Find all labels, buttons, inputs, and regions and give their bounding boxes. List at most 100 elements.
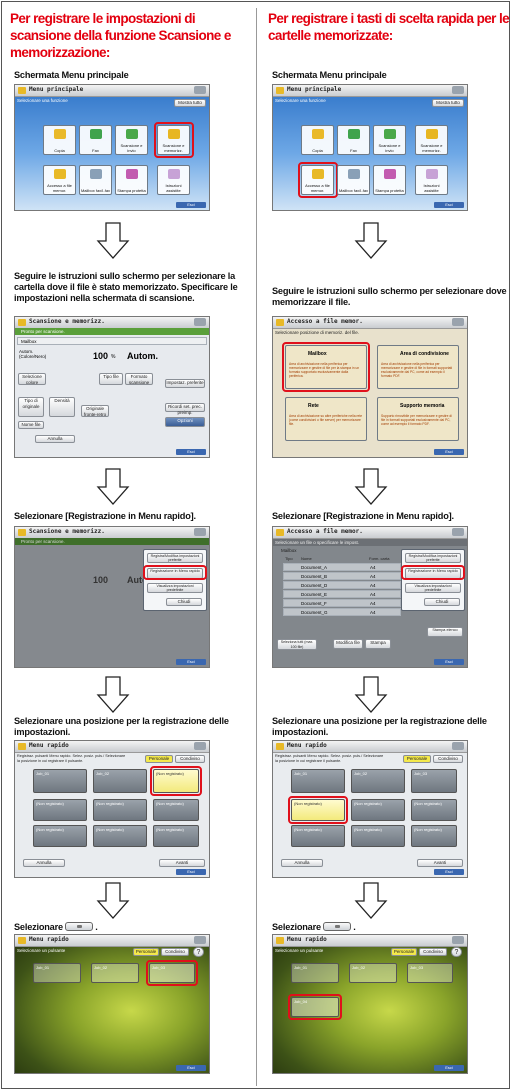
- slot-6[interactable]: (Non registrato): [153, 799, 199, 821]
- settings-icon[interactable]: [452, 528, 464, 536]
- close-button[interactable]: Chiudi: [166, 598, 202, 606]
- file-name-button[interactable]: Nome file: [18, 421, 44, 429]
- location-shared-area[interactable]: Area di condivisione Area di archiviazio…: [377, 345, 459, 389]
- tile-scan-store[interactable]: Scansione e memorizz.: [157, 125, 190, 155]
- exit-button[interactable]: Esci: [176, 1065, 206, 1071]
- exit-button[interactable]: Esci: [176, 869, 206, 875]
- slot-3[interactable]: Job_03: [411, 769, 457, 793]
- job-button-3[interactable]: Job_03: [149, 963, 195, 983]
- slot-7[interactable]: (Non registrato): [291, 825, 345, 847]
- tab-personal[interactable]: Personale: [403, 755, 431, 763]
- edit-file-button[interactable]: Modifica file: [333, 639, 363, 649]
- menu-register-favorites[interactable]: Registra/Modifica impostazioni preferite: [405, 553, 461, 563]
- next-button[interactable]: Avanti: [417, 859, 463, 867]
- tab-personal[interactable]: Personale: [133, 948, 159, 956]
- job-button-1[interactable]: Job_01: [33, 963, 81, 983]
- slot-2[interactable]: Job_02: [351, 769, 405, 793]
- slot-5[interactable]: (Non registrato): [93, 799, 147, 821]
- slot-2[interactable]: Job_02: [93, 769, 147, 793]
- location-network[interactable]: Rete Area di archiviazione su altre peri…: [285, 397, 367, 441]
- tile-mailbox[interactable]: Mailbox fax/I-fax: [79, 165, 112, 195]
- options-button[interactable]: Opzioni: [165, 417, 205, 427]
- recall-button[interactable]: Ricordi set. prec. preimp.: [165, 403, 205, 415]
- cancel-button[interactable]: Annulla: [35, 435, 75, 443]
- original-type-button[interactable]: Tipo di originale: [18, 397, 44, 417]
- slot-4[interactable]: (Non registrato): [33, 799, 87, 821]
- tab-shared[interactable]: Condiviso: [175, 755, 205, 763]
- location-memory-media[interactable]: Supporto memoria Supporto rimovibile per…: [377, 397, 459, 441]
- tile-mailbox[interactable]: Mailbox fax/I-fax: [337, 165, 370, 195]
- slot-4[interactable]: (Non registrato): [291, 799, 345, 821]
- slot-8[interactable]: (Non registrato): [93, 825, 147, 847]
- exit-button[interactable]: Esci: [434, 659, 464, 665]
- job-button-2[interactable]: Job_02: [349, 963, 397, 983]
- tile-fax[interactable]: Fax: [337, 125, 370, 155]
- menu-default-settings[interactable]: Visualizza impostazioni predefinite: [147, 583, 203, 593]
- help-icon[interactable]: ?: [451, 947, 462, 957]
- help-icon[interactable]: ?: [193, 947, 204, 957]
- menu-default-settings[interactable]: Visualizza impostazioni predefinite: [405, 583, 461, 593]
- slot-5[interactable]: (Non registrato): [351, 799, 405, 821]
- job-button-1[interactable]: Job_01: [291, 963, 339, 983]
- tile-guide[interactable]: Istruzioni assistite: [157, 165, 190, 195]
- close-button[interactable]: Chiudi: [424, 598, 460, 606]
- tile-scan-send[interactable]: Scansione e invio: [115, 125, 148, 155]
- menu-register-favorites[interactable]: Registra/Modifica impostazioni preferite: [147, 553, 203, 563]
- tile-secure-print[interactable]: Stampa protetta: [115, 165, 148, 195]
- settings-icon[interactable]: [452, 742, 464, 750]
- tab-shared[interactable]: Condiviso: [161, 948, 189, 956]
- slot-9[interactable]: (Non registrato): [411, 825, 457, 847]
- scan-size-button[interactable]: Formato scansione: [125, 373, 153, 385]
- tile-fax[interactable]: Fax: [79, 125, 112, 155]
- slot-3[interactable]: (Non registrato): [153, 769, 199, 793]
- cancel-button[interactable]: Annulla: [281, 859, 323, 867]
- tab-shared[interactable]: Condiviso: [419, 948, 447, 956]
- print-list-button[interactable]: Stampa elenco: [427, 627, 463, 637]
- slot-8[interactable]: (Non registrato): [351, 825, 405, 847]
- job-button-3[interactable]: Job_03: [407, 963, 453, 983]
- exit-button[interactable]: Esci: [434, 869, 464, 875]
- favorites-button[interactable]: Impostaz. preferite: [165, 379, 205, 388]
- job-button-4[interactable]: Job_04: [291, 997, 339, 1017]
- exit-button[interactable]: Esci: [176, 202, 206, 208]
- tab-personal[interactable]: Personale: [391, 948, 417, 956]
- settings-icon[interactable]: [194, 742, 206, 750]
- exit-button[interactable]: Esci: [434, 1065, 464, 1071]
- select-all-button[interactable]: Seleziona tutti (max. 100 file): [277, 639, 317, 650]
- tile-scan-send[interactable]: Scansione e invio: [373, 125, 406, 155]
- show-all-button[interactable]: Mostra tutto: [432, 99, 464, 107]
- location-mailbox[interactable]: Mailbox Area di archiviazione nella peri…: [285, 345, 367, 389]
- tile-access-files[interactable]: Accesso a file memor.: [43, 165, 76, 195]
- exit-button[interactable]: Esci: [176, 449, 206, 455]
- job-button-2[interactable]: Job_02: [91, 963, 139, 983]
- color-select-button[interactable]: Selezione colore: [18, 373, 46, 385]
- duplex-button[interactable]: Originale fronte-retro: [81, 405, 109, 417]
- density-button[interactable]: Densità: [49, 397, 75, 417]
- settings-icon[interactable]: [194, 936, 206, 944]
- slot-9[interactable]: (Non registrato): [153, 825, 199, 847]
- tile-scan-store[interactable]: Scansione e memorizz.: [415, 125, 448, 155]
- settings-icon[interactable]: [452, 318, 464, 326]
- tile-access-files[interactable]: Accesso a file memor.: [301, 165, 334, 195]
- settings-icon[interactable]: [194, 86, 206, 94]
- tab-personal[interactable]: Personale: [145, 755, 173, 763]
- slot-1[interactable]: Job_01: [291, 769, 345, 793]
- print-button[interactable]: Stampa: [365, 639, 391, 649]
- exit-button[interactable]: Esci: [434, 449, 464, 455]
- settings-icon[interactable]: [194, 528, 206, 536]
- cancel-button[interactable]: Annulla: [23, 859, 65, 867]
- tile-copy[interactable]: Copia: [301, 125, 334, 155]
- file-type-button[interactable]: Tipo file: [99, 373, 123, 385]
- tile-secure-print[interactable]: Stampa protetta: [373, 165, 406, 195]
- slot-6[interactable]: (Non registrato): [411, 799, 457, 821]
- slot-1[interactable]: Job_01: [33, 769, 87, 793]
- slot-7[interactable]: (Non registrato): [33, 825, 87, 847]
- exit-button[interactable]: Esci: [176, 659, 206, 665]
- tab-shared[interactable]: Condiviso: [433, 755, 463, 763]
